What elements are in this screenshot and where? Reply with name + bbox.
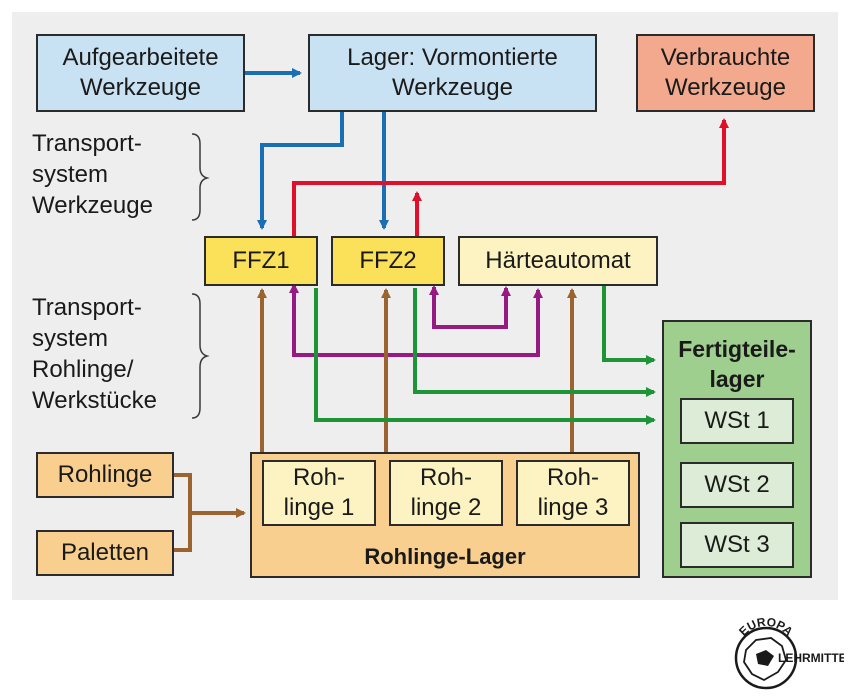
arrow-ffz1-to-fertigteile (314, 288, 656, 425)
box-verbrauchte-werkzeuge: Verbrauchte Werkzeuge (636, 34, 815, 112)
box-ffz1: FFZ1 (204, 236, 318, 286)
box-wst2: WSt 2 (680, 462, 794, 508)
line-rohlinge (174, 473, 192, 513)
logo-text-lehrmittel: LEHRMITTEL (778, 651, 844, 665)
arrow-haerte-to-fertigteile (602, 284, 656, 365)
arrow-ffz2-haerte-loop (432, 286, 511, 329)
box-rohlinge: Rohlinge (36, 452, 174, 498)
box-wst3: WSt 3 (680, 522, 794, 568)
box-paletten: Paletten (36, 530, 174, 576)
arrow-lager-to-ffz1 (257, 111, 344, 230)
brace-werkzeuge (191, 133, 210, 221)
box-rohlinge-3: Roh- linge 3 (516, 460, 630, 526)
label-transportsystem-werkzeuge: Transport- system Werkzeuge (32, 130, 153, 219)
arrow-ffz1-to-verbrauchte (292, 118, 729, 236)
box-aufgearbeitete-werkzeuge: Aufgearbeitete Werkzeuge (36, 34, 245, 112)
box-rohlinge-1: Roh- linge 1 (262, 460, 376, 526)
arrow-ffz2-to-fertigteile (413, 288, 656, 397)
box-wst1: WSt 1 (680, 398, 794, 444)
box-rohlinge-2: Roh- linge 2 (389, 460, 503, 526)
box-ffz2: FFZ2 (331, 236, 445, 286)
fertigteile-lager-title: Fertigteile- lager (678, 336, 796, 392)
brace-rohlinge (191, 293, 210, 419)
box-lager-vormontierte-werkzeuge: Lager: Vormontierte Werkzeuge (308, 34, 597, 112)
box-haerteautomat: Härteautomat (458, 236, 658, 286)
rohlinge-lager-title: Rohlinge-Lager (364, 544, 526, 569)
label-transportsystem-rohlinge: Transport- system Rohlinge/ Werkstücke (32, 294, 157, 414)
line-paletten (174, 513, 192, 552)
europa-lehrmittel-logo: EUROPA LEHRMITTEL (716, 610, 848, 692)
